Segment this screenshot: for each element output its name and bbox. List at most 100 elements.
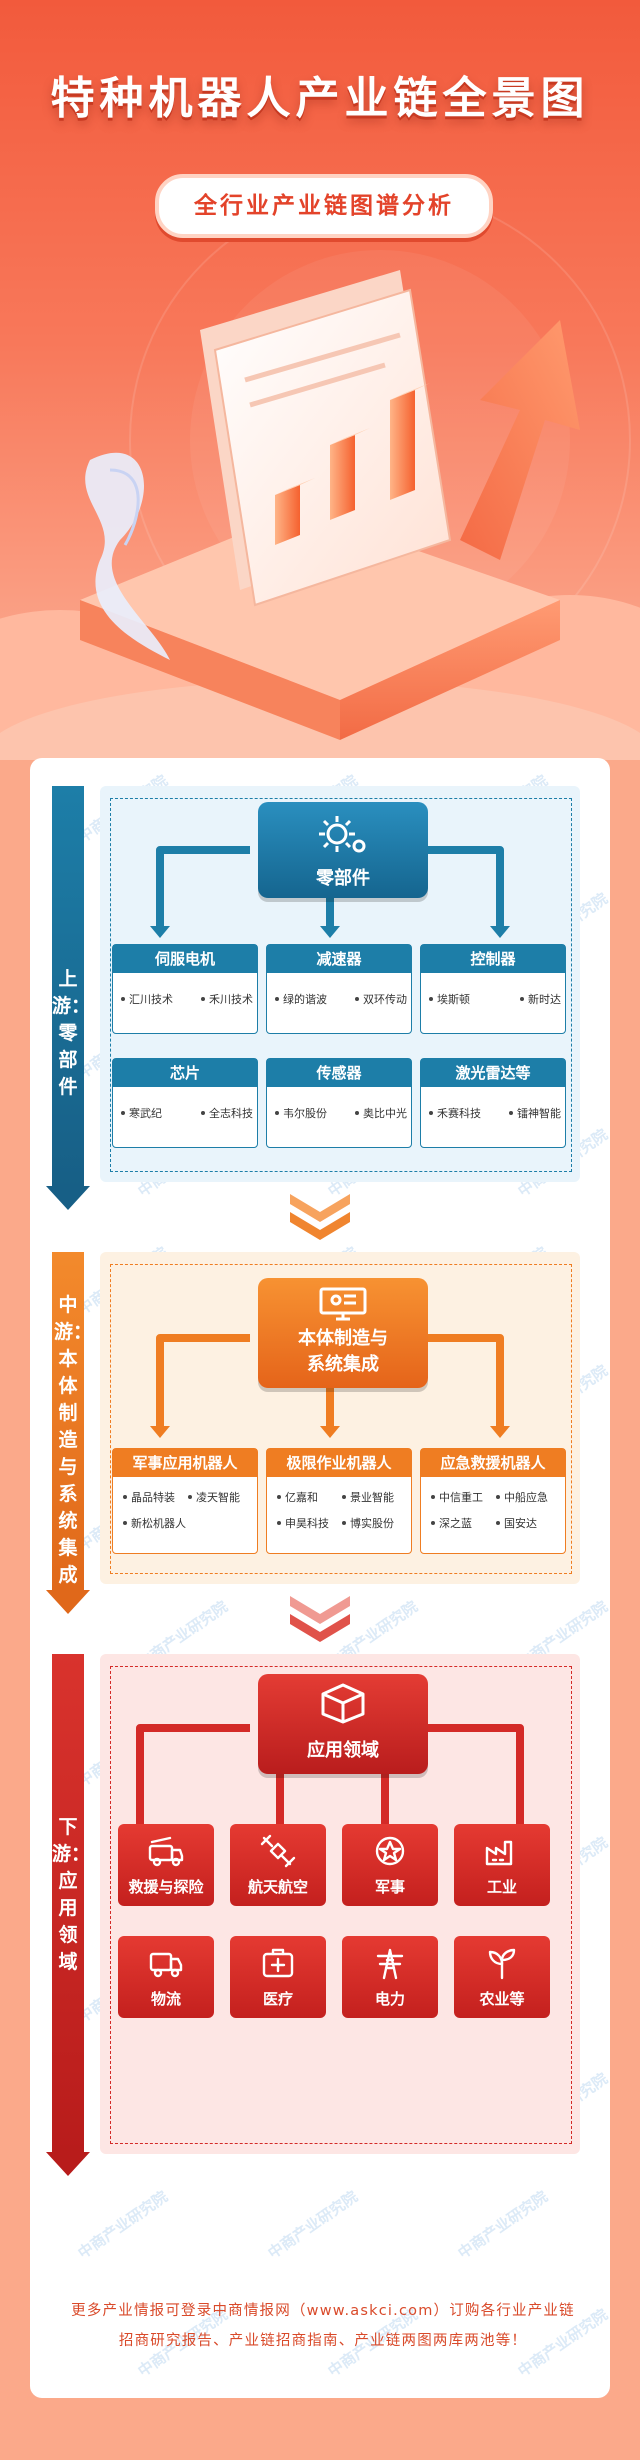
- company-name: 韦尔股份: [283, 1107, 327, 1120]
- company-item: 埃斯顿: [429, 989, 470, 1011]
- company-name: 晶品特装: [131, 1491, 175, 1504]
- application-label: 电力: [374, 1990, 405, 2008]
- company-item: 亿嘉和: [277, 1487, 342, 1509]
- company-item: 景业智能: [342, 1487, 407, 1509]
- upstream-card-title: 芯片: [113, 1059, 257, 1087]
- sprout-icon: [488, 1948, 516, 1980]
- upstream-stage-label: 上游：零部件: [52, 968, 91, 1098]
- company-name: 深之蓝: [439, 1517, 472, 1530]
- application-tile: 工业: [454, 1824, 550, 1906]
- downstream-hub: 应用领域: [258, 1674, 428, 1774]
- upstream-card-title: 激光雷达等: [421, 1059, 565, 1087]
- company-name: 博实股份: [350, 1517, 394, 1530]
- upstream-stage-bar: 上游：零部件: [46, 786, 91, 1210]
- company-name: 亿嘉和: [285, 1491, 318, 1504]
- upstream-dashed-frame: [110, 798, 572, 1172]
- hero-banner: 特种机器人产业链全景图 全行业产业链图谱分析: [0, 0, 640, 760]
- midstream-hub: 本体制造与 系统集成: [258, 1278, 428, 1388]
- chain-panel: 中商产业研究院中商产业研究院中商产业研究院中商产业研究院中商产业研究院中商产业研…: [30, 758, 611, 2398]
- company-item: 奥比中光: [355, 1103, 407, 1125]
- subtitle-pill: 全行业产业链图谱分析: [155, 174, 493, 238]
- company-item: 禾赛科技: [429, 1103, 481, 1125]
- military-badge-icon: [375, 1836, 405, 1866]
- company-item: 中信重工: [431, 1487, 496, 1509]
- company-item: 汇川技术: [121, 989, 173, 1011]
- midstream-card: 极限作业机器人亿嘉和 景业智能申昊科技 博实股份: [266, 1448, 412, 1554]
- upstream-card-title: 减速器: [267, 945, 411, 973]
- company-item: 深之蓝: [431, 1513, 496, 1535]
- upstream-card: 减速器绿的谐波双环传动: [266, 944, 412, 1034]
- company-item: 全志科技: [201, 1103, 253, 1125]
- midstream-card-title: 极限作业机器人: [267, 1449, 411, 1477]
- watermark: 中商产业研究院: [74, 2187, 171, 2263]
- company-item: 镭神智能: [509, 1103, 561, 1125]
- company-name: 国安达: [504, 1517, 537, 1530]
- company-name: 双环传动: [363, 993, 407, 1006]
- upstream-hub-label: 零部件: [316, 868, 370, 889]
- midstream-card: 应急救援机器人中信重工 中船应急深之蓝 国安达: [420, 1448, 566, 1554]
- application-label: 救援与探险: [128, 1878, 204, 1896]
- company-name: 中船应急: [504, 1491, 548, 1504]
- application-label: 物流: [150, 1990, 181, 2008]
- application-label: 医疗: [262, 1990, 293, 2008]
- company-name: 埃斯顿: [437, 993, 470, 1006]
- application-label: 航天航空: [247, 1878, 308, 1896]
- midstream-hub-label-line1: 本体制造与: [298, 1328, 388, 1349]
- upstream-card-title: 伺服电机: [113, 945, 257, 973]
- upstream-card: 控制器埃斯顿 新时达: [420, 944, 566, 1034]
- company-item: 双环传动: [355, 989, 407, 1011]
- midstream-hub-label-line2: 系统集成: [307, 1354, 379, 1375]
- midstream-stage-label: 中游：本体制造与系统集成: [54, 1294, 93, 1586]
- page-subtitle: 全行业产业链图谱分析: [194, 193, 454, 219]
- company-item: 凌天智能: [188, 1487, 253, 1509]
- company-name: 寒武纪: [129, 1107, 162, 1120]
- midstream-card-title: 应急救援机器人: [421, 1449, 565, 1477]
- delivery-truck-icon: [149, 1952, 183, 1978]
- company-name: 新时达: [528, 993, 561, 1006]
- company-name: 全志科技: [209, 1107, 253, 1120]
- company-name: 奥比中光: [363, 1107, 407, 1120]
- watermark: 中商产业研究院: [264, 2187, 361, 2263]
- upstream-card: 传感器韦尔股份奥比中光: [266, 1058, 412, 1148]
- application-tile: 航天航空: [230, 1824, 326, 1906]
- upstream-hub: 零部件: [258, 802, 428, 898]
- upstream-card: 芯片寒武纪 全志科技: [112, 1058, 258, 1148]
- company-item: 禾川技术: [201, 989, 253, 1011]
- medical-kit-icon: [262, 1948, 294, 1978]
- power-tower-icon: [376, 1948, 404, 1980]
- midstream-card: 军事应用机器人晶品特装凌天智能新松机器人: [112, 1448, 258, 1554]
- upstream-arrowhead: [46, 1186, 90, 1210]
- downstream-stage-bar: 下游：应用领域: [46, 1654, 90, 2176]
- company-name: 申昊科技: [285, 1517, 329, 1530]
- midstream-connectors: [150, 1334, 510, 1438]
- satellite-icon: [260, 1834, 296, 1868]
- chevron-down-icon: [290, 1596, 350, 1642]
- gear-icon: [319, 816, 366, 853]
- application-label: 工业: [486, 1878, 517, 1896]
- company-name: 中信重工: [439, 1491, 483, 1504]
- box-icon: [321, 1683, 365, 1724]
- company-item: 新松机器人: [123, 1513, 188, 1535]
- company-item: 新时达: [520, 989, 561, 1011]
- company-name: 镭神智能: [517, 1107, 561, 1120]
- midstream-card-title: 军事应用机器人: [113, 1449, 257, 1477]
- company-name: 禾川技术: [209, 993, 253, 1006]
- upstream-card: 伺服电机汇川技术 禾川技术: [112, 944, 258, 1034]
- application-tile: 电力: [342, 1936, 438, 2018]
- application-tile: 农业等: [454, 1936, 550, 2018]
- application-tile: 医疗: [230, 1936, 326, 2018]
- company-name: 汇川技术: [129, 993, 173, 1006]
- company-item: 博实股份: [342, 1513, 407, 1535]
- chevron-down-icon: [290, 1194, 350, 1240]
- midstream-hub-label: 本体制造与 系统集成: [258, 1326, 428, 1378]
- application-tile: 物流: [118, 1936, 214, 2018]
- midstream-stage-bar: 中游：本体制造与系统集成: [46, 1252, 93, 1614]
- company-name: 禾赛科技: [437, 1107, 481, 1120]
- company-name: 新松机器人: [131, 1517, 186, 1530]
- monitor-robot-icon: [319, 1287, 367, 1321]
- company-name: 景业智能: [350, 1491, 394, 1504]
- midstream-dashed-frame: [110, 1264, 572, 1574]
- company-item: 申昊科技: [277, 1513, 342, 1535]
- company-item: 寒武纪: [121, 1103, 162, 1125]
- upstream-card-title: 控制器: [421, 945, 565, 973]
